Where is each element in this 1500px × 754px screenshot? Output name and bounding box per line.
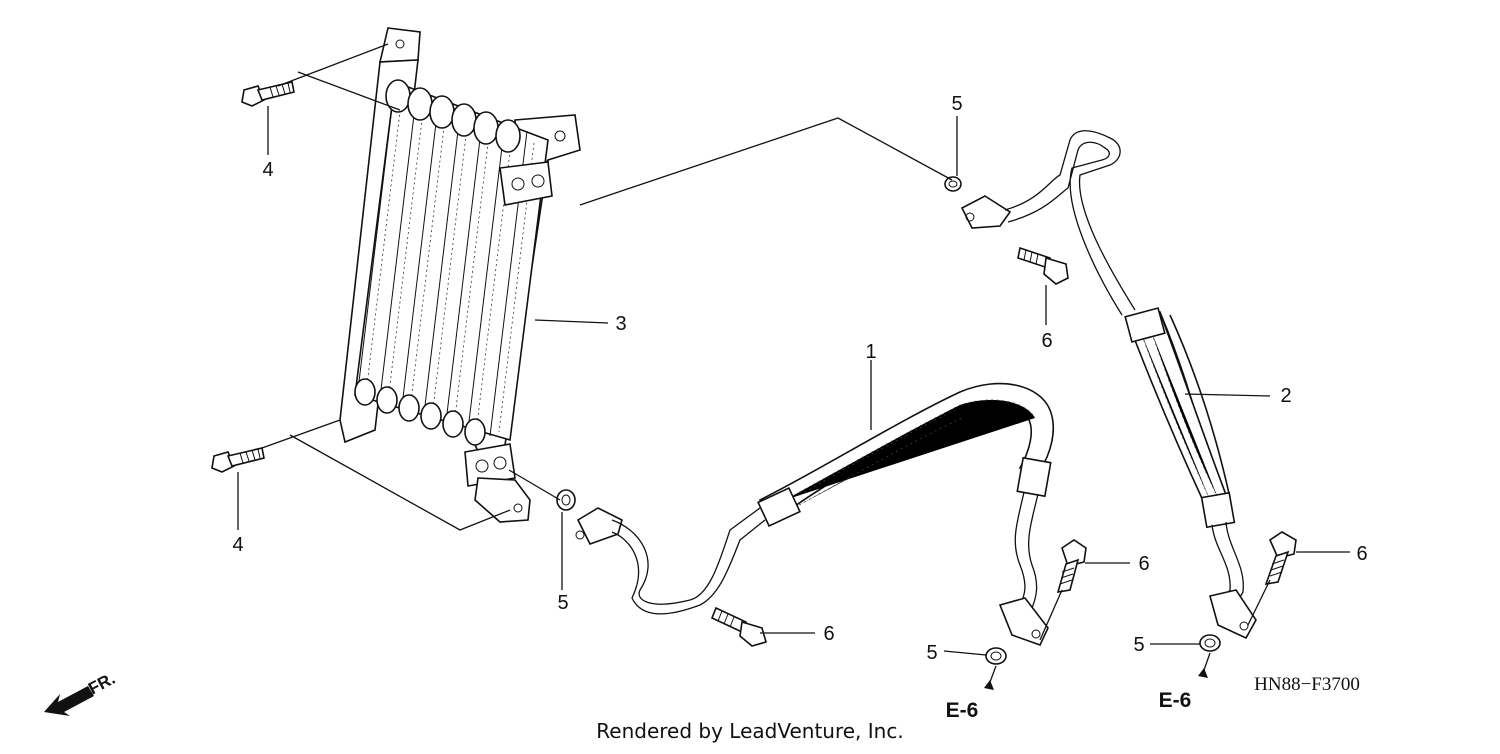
washer-5-top[interactable] — [944, 176, 962, 192]
oil-cooler-hose-1[interactable] — [575, 382, 1054, 646]
oil-cooler[interactable] — [339, 27, 581, 523]
callout-6-lower-right[interactable]: 6 — [1356, 543, 1367, 565]
callout-5-top[interactable]: 5 — [951, 93, 962, 115]
callout-2[interactable]: 2 — [1280, 385, 1291, 407]
bolt-6-lower-left[interactable] — [710, 606, 767, 647]
callout-3[interactable]: 3 — [615, 313, 626, 335]
bolt-6-lower-mid[interactable] — [1056, 539, 1087, 593]
callout-5-left[interactable]: 5 — [557, 592, 568, 614]
callout-4-upper[interactable]: 4 — [262, 159, 273, 181]
credit-text: Rendered by LeadVenture, Inc. — [596, 719, 903, 743]
bolt-4-lower[interactable] — [211, 447, 265, 473]
leader-lines — [237, 43, 1350, 683]
oil-cooler-hose-2[interactable] — [960, 130, 1257, 640]
callout-6-lower-mid[interactable]: 6 — [1138, 553, 1149, 575]
reference-e6-right[interactable]: E-6 — [1159, 689, 1192, 712]
reference-e6-left[interactable]: E-6 — [946, 699, 979, 722]
callout-6-lower-left[interactable]: 6 — [823, 623, 834, 645]
arrow-e6-left-icon — [984, 680, 994, 690]
callout-5-right[interactable]: 5 — [1133, 634, 1144, 656]
callout-1[interactable]: 1 — [865, 341, 876, 363]
washer-5-mid[interactable] — [985, 647, 1007, 665]
front-indicator: FR. — [44, 669, 118, 716]
callout-5-mid[interactable]: 5 — [926, 642, 937, 664]
bolt-6-lower-right[interactable] — [1264, 531, 1297, 586]
arrow-e6-right-icon — [1198, 668, 1208, 678]
washer-5-left[interactable] — [556, 489, 576, 511]
bolt-4-upper[interactable] — [241, 81, 295, 107]
callout-4-lower[interactable]: 4 — [232, 534, 243, 556]
callout-6-upper[interactable]: 6 — [1041, 330, 1052, 352]
washer-5-right[interactable] — [1199, 634, 1221, 652]
front-arrow-icon — [44, 686, 94, 716]
bolt-6-upper[interactable] — [1017, 246, 1069, 285]
diagram-code: HN88−F3700 — [1254, 674, 1360, 695]
